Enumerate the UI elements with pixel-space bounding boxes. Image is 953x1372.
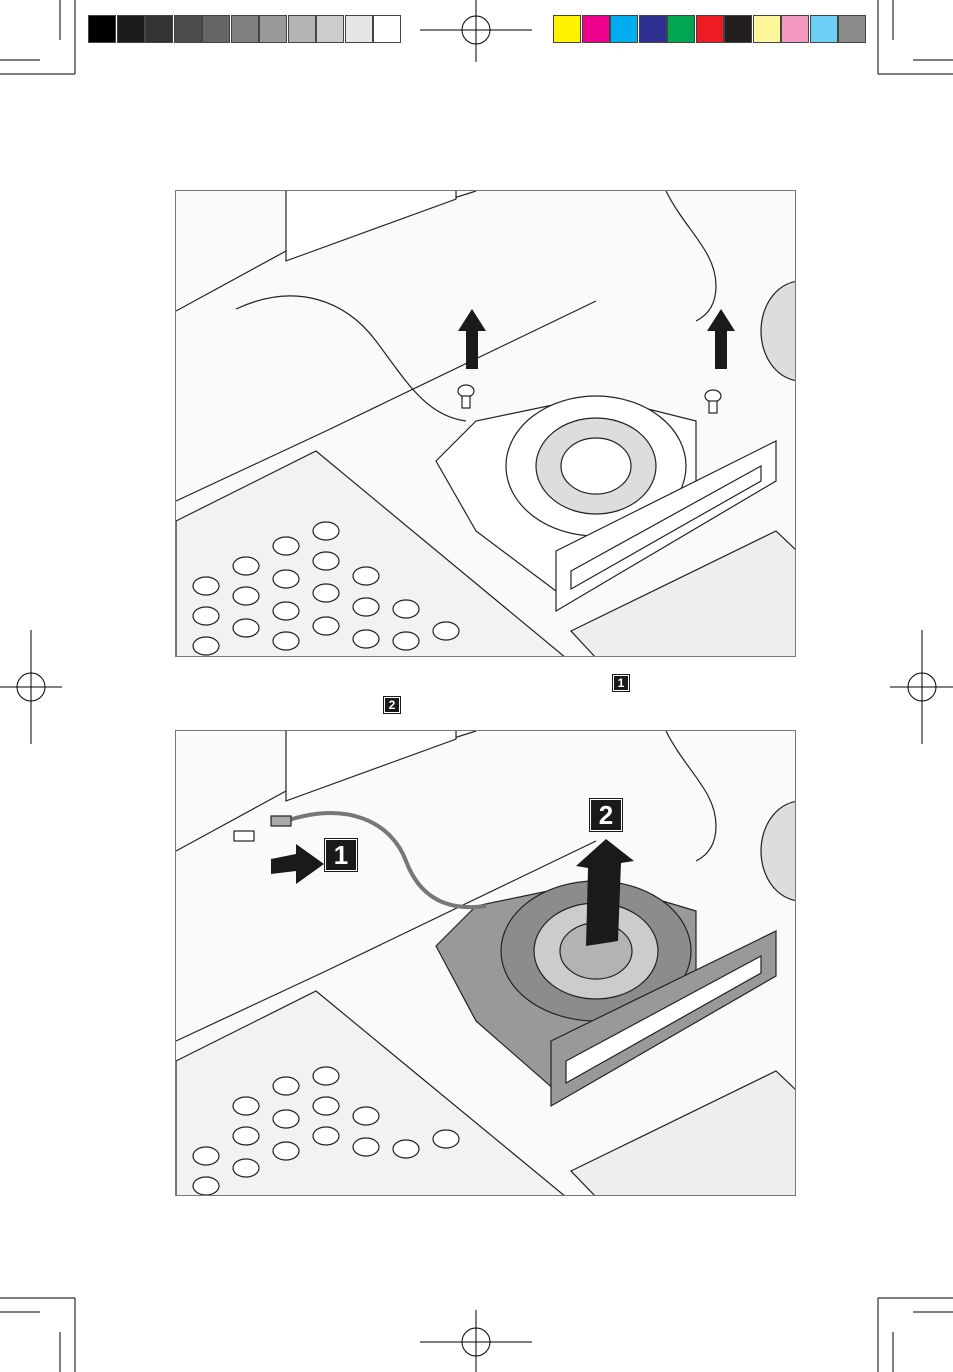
gray-swatch — [345, 15, 373, 43]
gray-swatch — [145, 15, 173, 43]
step-marker-2: 2 — [384, 697, 400, 713]
gray-swatch — [202, 15, 230, 43]
color-swatch — [667, 15, 695, 43]
color-swatch — [582, 15, 610, 43]
color-swatch — [610, 15, 638, 43]
gray-swatch — [117, 15, 145, 43]
color-swatch — [696, 15, 724, 43]
figure-2-illustration — [176, 731, 796, 1196]
figure-1-screw-removal — [175, 190, 796, 657]
gray-swatch — [259, 15, 287, 43]
color-swatch — [838, 15, 866, 43]
up-arrow-icon — [458, 309, 735, 369]
gray-swatch — [316, 15, 344, 43]
figure-2-fan-removal: 1 2 — [175, 730, 796, 1196]
callout-1: 1 — [325, 839, 357, 871]
color-swatch — [553, 15, 581, 43]
color-swatch — [753, 15, 781, 43]
gray-swatch — [373, 15, 401, 43]
color-swatch — [639, 15, 667, 43]
gray-swatch — [288, 15, 316, 43]
gray-swatch — [231, 15, 259, 43]
step-marker-1: 1 — [613, 675, 629, 691]
gray-swatch — [88, 15, 116, 43]
callout-2: 2 — [590, 799, 622, 831]
gray-swatch — [174, 15, 202, 43]
color-swatch — [781, 15, 809, 43]
color-swatch — [724, 15, 752, 43]
color-swatch — [810, 15, 838, 43]
figure-1-illustration — [176, 191, 796, 657]
push-arrow-icon — [271, 844, 324, 884]
memory-module — [286, 191, 456, 261]
